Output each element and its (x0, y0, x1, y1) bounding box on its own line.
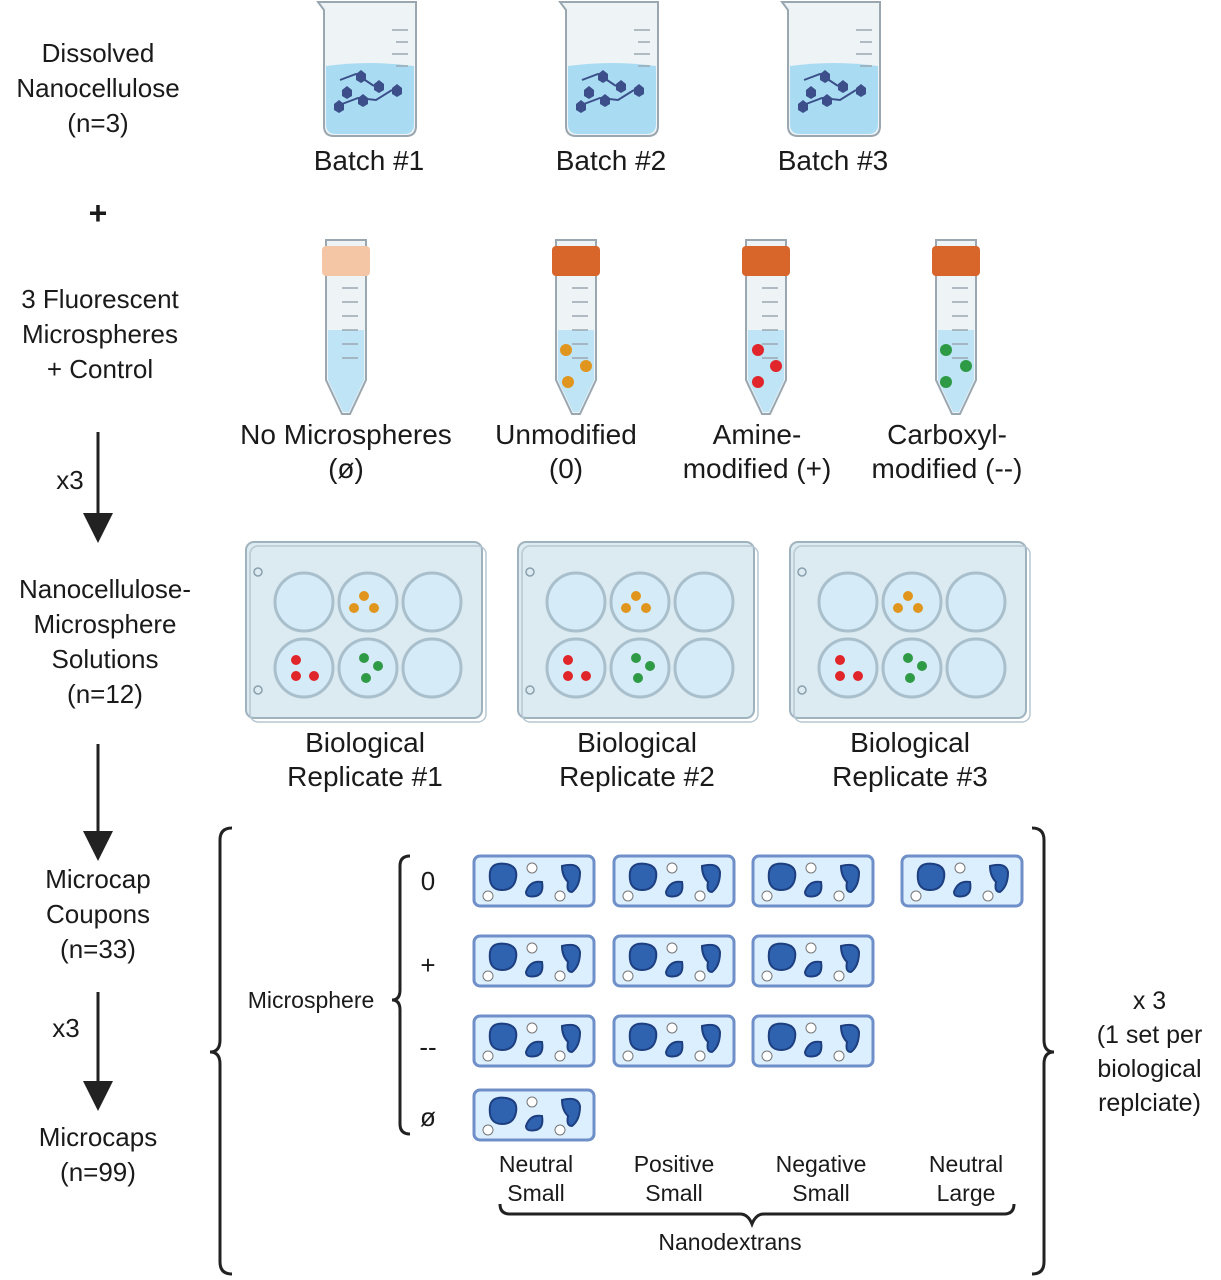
coupon-0-neutral-large (900, 854, 1024, 908)
beaker-batch-3 (781, 1, 881, 137)
microsphere-brace (391, 854, 411, 1136)
tube-label-carboxyl: Carboxyl-modified (--) (871, 419, 1023, 484)
tube-label-none: No Microspheres(ø) (240, 419, 452, 484)
microcap-coupons-label: Microcap Coupons (n=33) (45, 864, 151, 964)
coupon-row-label-none: ø (420, 1102, 436, 1132)
batch-label-2: Batch #2 (555, 145, 667, 176)
tube-carboxyl (932, 239, 980, 415)
fluorescent-microspheres-label: 3 Fluorescent Microspheres + Control (21, 284, 179, 384)
plate-replicate-1 (244, 540, 488, 724)
plate-replicate-2 (516, 540, 760, 724)
coupon-minus-positive-small (612, 1014, 736, 1068)
coupon-plus-negative-small (751, 934, 875, 988)
multiplier-label: x 3 (1 set per biological replciate) (1096, 987, 1203, 1117)
coupon-row-label-plus: + (420, 950, 436, 980)
beaker-batch-2 (559, 1, 659, 137)
x3-label-bottom: x3 (52, 1013, 80, 1043)
x3-label-top: x3 (56, 465, 84, 495)
coupon-minus-neutral-small (472, 1014, 596, 1068)
left-brace (209, 826, 233, 1276)
batch-label-3: Batch #3 (777, 145, 889, 176)
coupon-plus-positive-small (612, 934, 736, 988)
nanodextrans-brace (498, 1203, 1016, 1229)
coupon-row-label-minus: -- (419, 1032, 437, 1062)
coupon-minus-negative-small (751, 1014, 875, 1068)
batch-label-1: Batch #1 (313, 145, 425, 176)
right-brace (1031, 826, 1055, 1276)
dissolved-nanocellulose-label: Dissolved Nanocellulose (n=3) (16, 38, 180, 138)
plus-sign: + (88, 195, 108, 231)
tube-label-amine: Amine-modified (+) (682, 419, 832, 484)
solutions-label: Nanocellulose- Microsphere Solutions (n=… (19, 574, 191, 709)
tube-none (322, 239, 370, 415)
tube-unmodified (552, 239, 600, 415)
tube-label-unmodified: Unmodified(0) (495, 419, 637, 484)
microsphere-axis-label: Microsphere (247, 987, 375, 1013)
coupon-0-neutral-small (472, 854, 596, 908)
coupon-row-label-0: 0 (420, 866, 436, 896)
microcaps-label: Microcaps (n=99) (38, 1122, 158, 1187)
coupon-0-negative-small (751, 854, 875, 908)
coupon-none-neutral-small (472, 1088, 596, 1142)
beaker-batch-1 (317, 1, 417, 137)
coupon-plus-neutral-small (472, 934, 596, 988)
plate-replicate-3 (788, 540, 1032, 724)
coupon-0-positive-small (612, 854, 736, 908)
nanodextrans-label: Nanodextrans (658, 1229, 802, 1255)
tube-amine (742, 239, 790, 415)
